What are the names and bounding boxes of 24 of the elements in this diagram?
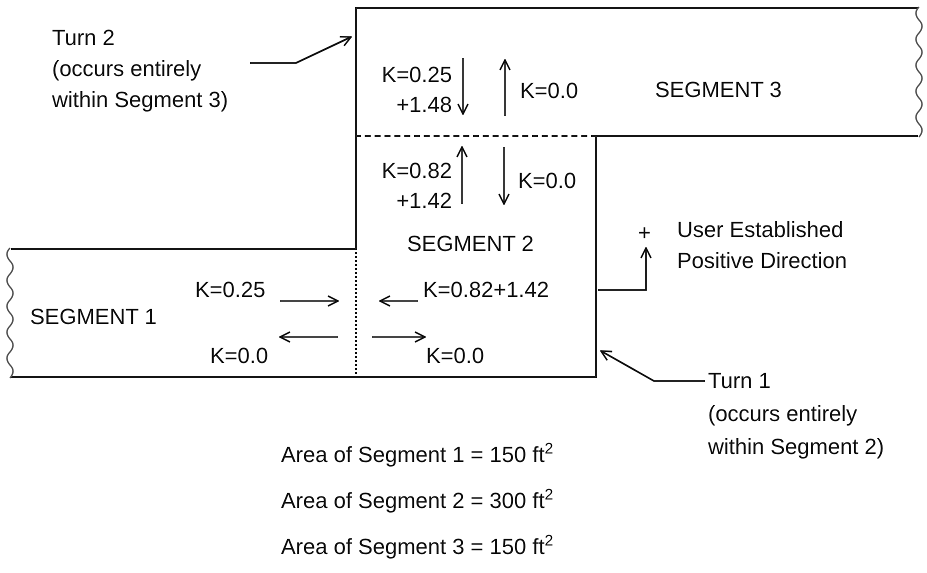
callout-title: Turn 2 [52, 24, 116, 52]
area-note: Area of Segment 1 = 150 ft$^{2}$ [281, 440, 554, 469]
segment-label: SEGMENT 3 [655, 77, 782, 103]
loss-coefficient-label: K=0.0 [518, 167, 576, 195]
loss-coefficient-label: K=0.0 [426, 342, 484, 370]
loss-coefficient-label: K=0.0 [210, 342, 268, 370]
leader-line [600, 350, 705, 382]
segment-label: SEGMENT 2 [407, 231, 534, 257]
callout-title: Turn 1 [708, 367, 772, 395]
leader-line [250, 36, 352, 64]
callout-note: (occurs entirely within Segment 3) [52, 55, 230, 114]
area-note: Area of Segment 3 = 150 ft$^{2}$ [281, 532, 554, 561]
direction-arrow [598, 247, 652, 291]
loss-coefficient-label: K=0.0 [520, 77, 578, 105]
loss-coefficient-label: K=0.25 [195, 276, 266, 304]
loss-coefficient-label: K=0.82 +1.42 [380, 157, 452, 215]
callout-text: + [638, 220, 652, 246]
duct-segment [355, 135, 597, 378]
callout-text: User Established Positive Direction [677, 216, 848, 275]
callout-note: (occurs entirely within Segment 2) [708, 400, 886, 461]
area-note: Area of Segment 2 = 300 ft$^{2}$ [281, 486, 554, 515]
segment-label: SEGMENT 1 [30, 304, 157, 330]
loss-coefficient-label: K=0.25 +1.48 [380, 61, 452, 119]
loss-coefficient-label: K=0.82+1.42 [423, 276, 550, 304]
